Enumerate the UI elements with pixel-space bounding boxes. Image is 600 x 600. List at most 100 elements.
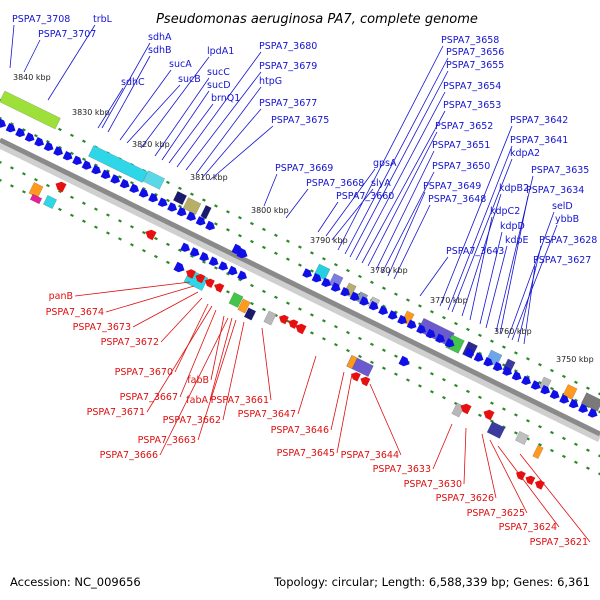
gene-label-succ[interactable]: sucC <box>207 67 230 78</box>
gene-label-pspa7-3708[interactable]: PSPA7_3708 <box>12 14 70 25</box>
gene-label-pspa7-3625[interactable]: PSPA7_3625 <box>467 508 525 519</box>
gene-label-kdpe[interactable]: kdpE <box>505 235 529 246</box>
tick-row-bottom-mark <box>358 274 362 279</box>
gene-label-pspa7-3675[interactable]: PSPA7_3675 <box>271 115 329 126</box>
gene-label-pspa7-3649[interactable]: PSPA7_3649 <box>423 181 481 192</box>
gene-label-lpda1[interactable]: lpdA1 <box>207 46 234 57</box>
tick-row-bottom-mark <box>70 133 74 138</box>
leader-line-pspa7-3671 <box>146 305 213 413</box>
feature-block-cyan <box>88 145 148 183</box>
gene-label-pspa7-3707[interactable]: PSPA7_3707 <box>38 29 96 40</box>
gene-label-pspa7-3667[interactable]: PSPA7_3667 <box>120 392 178 403</box>
tick-row-outer-mark <box>430 390 434 394</box>
gene-label-sdha[interactable]: sdhA <box>148 32 172 43</box>
gene-label-htpg[interactable]: htpG <box>259 76 282 87</box>
tick-row-bottom-mark <box>562 374 566 379</box>
leader-line-gpsa <box>325 168 376 237</box>
gene-label-pspa7-3644[interactable]: PSPA7_3644 <box>341 450 399 461</box>
gene-label-pspa7-3633[interactable]: PSPA7_3633 <box>373 464 431 475</box>
gene-label-ybbb[interactable]: ybbB <box>555 214 579 225</box>
gene-label-pspa7-3666[interactable]: PSPA7_3666 <box>100 450 158 461</box>
gene-label-pspa7-3673[interactable]: PSPA7_3673 <box>73 322 131 333</box>
gene-label-pspa7-3624[interactable]: PSPA7_3624 <box>499 522 557 533</box>
tick-row-lower-mark <box>550 386 554 391</box>
gene-label-pspa7-3672[interactable]: PSPA7_3672 <box>101 337 159 348</box>
gene-label-sdhb[interactable]: sdhB <box>148 45 172 56</box>
gene-label-pspa7-3679[interactable]: PSPA7_3679 <box>259 61 317 72</box>
leader-line-pspa7-3649 <box>387 191 426 277</box>
gene-label-pspa7-3630[interactable]: PSPA7_3630 <box>404 479 462 490</box>
gene-label-pspa7-3653[interactable]: PSPA7_3653 <box>443 100 501 111</box>
tick-row-lower-mark <box>154 192 158 197</box>
tick-row-lower-mark <box>226 228 230 232</box>
scale-label-3820-kbp: 3820 kbp <box>132 140 170 149</box>
tick-row-lower-mark <box>286 257 290 261</box>
gene-label-pspa7-3671[interactable]: PSPA7_3671 <box>87 407 145 418</box>
tick-row-inner-mark <box>0 160 2 164</box>
tick-row-lower-mark <box>82 157 86 161</box>
gene-label-kdpb2[interactable]: kdpB2 <box>499 183 529 194</box>
tick-row-inner-mark <box>574 442 578 447</box>
gene-label-pspa7-3635[interactable]: PSPA7_3635 <box>531 165 589 176</box>
gene-label-pspa7-3647[interactable]: PSPA7_3647 <box>238 409 296 420</box>
gene-label-pspa7-3654[interactable]: PSPA7_3654 <box>443 81 501 92</box>
gene-label-pspa7-3627[interactable]: PSPA7_3627 <box>533 255 591 266</box>
gene-label-fabb[interactable]: fabB <box>187 375 209 386</box>
forward-gene-arrow <box>167 202 177 212</box>
reverse-gene-arrow <box>205 278 215 288</box>
gene-label-pspa7-3661[interactable]: PSPA7_3661 <box>211 395 269 406</box>
gene-label-sucd[interactable]: sucD <box>207 80 231 91</box>
gene-label-panb[interactable]: panB <box>49 291 73 302</box>
gene-label-kdpa2[interactable]: kdpA2 <box>510 148 540 159</box>
gene-label-pspa7-3669[interactable]: PSPA7_3669 <box>275 163 333 174</box>
gene-label-pspa7-3674[interactable]: PSPA7_3674 <box>46 307 104 318</box>
gene-label-sucb[interactable]: sucB <box>178 74 201 85</box>
gene-label-pspa7-3643[interactable]: PSPA7_3643 <box>446 246 504 257</box>
gene-label-pspa7-3663[interactable]: PSPA7_3663 <box>138 435 196 446</box>
gene-label-pspa7-3628[interactable]: PSPA7_3628 <box>539 235 597 246</box>
gene-label-pspa7-3652[interactable]: PSPA7_3652 <box>435 121 493 132</box>
tick-row-bottom-mark <box>538 362 542 367</box>
gene-label-sdhc[interactable]: sdhC <box>121 77 145 88</box>
tick-row-outer-mark <box>562 454 566 459</box>
gene-label-seld[interactable]: selD <box>552 201 573 212</box>
tick-row-inner-mark <box>142 230 146 235</box>
gene-label-pspa7-3634[interactable]: PSPA7_3634 <box>526 185 584 196</box>
gene-label-pspa7-3626[interactable]: PSPA7_3626 <box>436 493 494 504</box>
gene-label-pspa7-3645[interactable]: PSPA7_3645 <box>277 448 335 459</box>
gene-label-pspa7-3670[interactable]: PSPA7_3670 <box>115 367 173 378</box>
forward-gene-arrow <box>157 197 168 207</box>
scale-label-3800-kbp: 3800 kbp <box>251 206 289 215</box>
gene-label-faba[interactable]: fabA <box>186 395 208 406</box>
forward-gene-arrow <box>72 155 82 165</box>
gene-label-pspa7-3648[interactable]: PSPA7_3648 <box>428 194 486 205</box>
gene-label-pspa7-3660[interactable]: PSPA7_3660 <box>336 191 394 202</box>
gene-label-pspa7-3642[interactable]: PSPA7_3642 <box>510 115 568 126</box>
gene-label-pspa7-3650[interactable]: PSPA7_3650 <box>432 161 490 172</box>
tick-row-outer-mark <box>10 184 14 188</box>
gene-label-pspa7-3656[interactable]: PSPA7_3656 <box>446 47 504 58</box>
tick-row-outer-mark <box>310 331 314 335</box>
gene-label-pspa7-3668[interactable]: PSPA7_3668 <box>306 178 364 189</box>
tick-row-inner-mark <box>526 419 530 423</box>
gene-label-kdpd[interactable]: kdpD <box>500 221 525 232</box>
gene-label-kdpc2[interactable]: kdpC2 <box>490 206 520 217</box>
gene-label-pspa7-3641[interactable]: PSPA7_3641 <box>510 135 568 146</box>
gene-label-pspa7-3646[interactable]: PSPA7_3646 <box>271 425 329 436</box>
gene-label-brnq1[interactable]: brnQ1 <box>211 93 240 104</box>
gene-label-pspa7-3621[interactable]: PSPA7_3621 <box>530 537 588 548</box>
leader-line-kdpb2 <box>461 193 502 317</box>
gene-label-pspa7-3655[interactable]: PSPA7_3655 <box>446 60 504 71</box>
gene-label-pspa7-3651[interactable]: PSPA7_3651 <box>432 140 490 151</box>
gene-label-pspa7-3658[interactable]: PSPA7_3658 <box>441 35 499 46</box>
gene-label-pspa7-3677[interactable]: PSPA7_3677 <box>259 98 317 109</box>
reverse-gene-arrow <box>279 314 289 325</box>
gene-label-gpsa[interactable]: gpsA <box>373 158 397 169</box>
gene-label-pspa7-3680[interactable]: PSPA7_3680 <box>259 41 317 52</box>
gene-label-slya[interactable]: slyA <box>371 178 391 189</box>
gene-label-pspa7-3662[interactable]: PSPA7_3662 <box>163 415 221 426</box>
tick-row-inner-mark <box>430 372 434 376</box>
gene-label-suca[interactable]: sucA <box>169 59 192 70</box>
gene-label-trbl[interactable]: trbL <box>93 14 113 25</box>
feature-block-navy <box>200 204 212 220</box>
